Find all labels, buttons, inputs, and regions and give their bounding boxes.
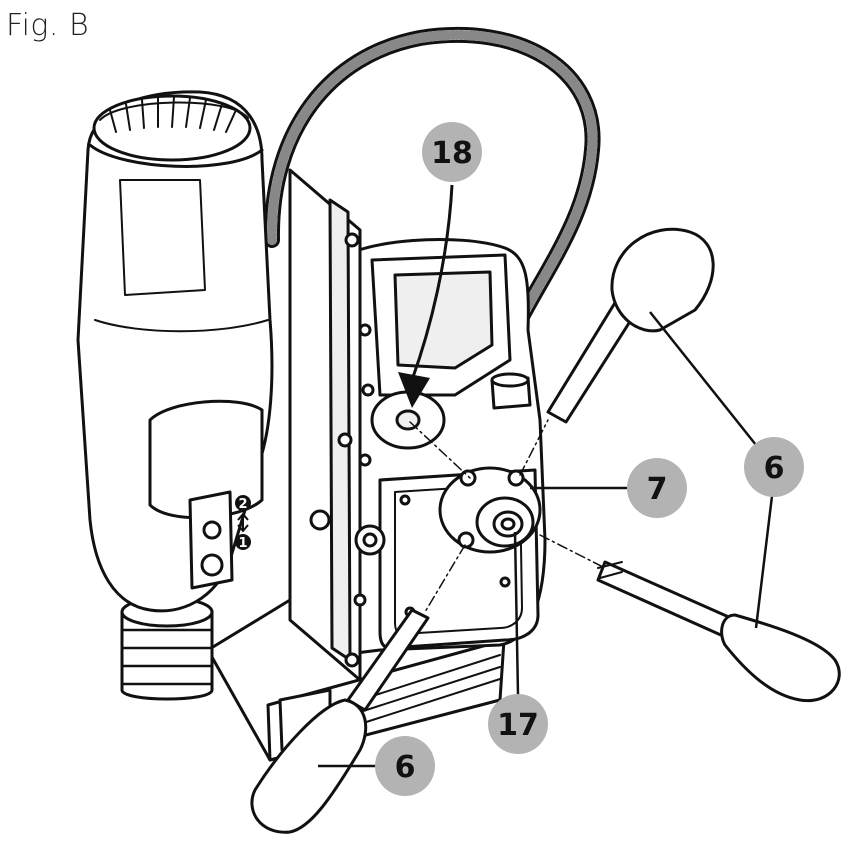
assembly-guides (409, 419, 606, 613)
callout-18: 18 (422, 122, 482, 182)
callout-6-right-label: 6 (764, 451, 785, 486)
callout-6-bottom-label: 6 (395, 750, 416, 785)
mark-bottom: 1 (238, 536, 247, 551)
handle-socket (370, 390, 446, 450)
gear-selector (188, 490, 234, 590)
hose-fitting (490, 372, 532, 410)
coolant-hose (263, 26, 601, 388)
pointer-arrow-18 (398, 184, 454, 408)
figure-title: Fig. B (6, 8, 90, 43)
motor-cap (92, 94, 252, 162)
feed-handle-upper-right (546, 227, 715, 424)
drill-frame (338, 237, 547, 657)
chuck-bellows (120, 596, 214, 701)
lock-knob (354, 524, 386, 556)
slide-rail (288, 168, 362, 682)
handle-hub (438, 466, 542, 554)
callout-7: 7 (627, 458, 687, 518)
direction-mark: 2 1 (235, 495, 251, 551)
callout-17: 17 (488, 694, 548, 754)
feed-handle-lower-right (596, 560, 841, 703)
mark-top: 2 (238, 497, 247, 512)
callout-18-label: 18 (431, 136, 473, 171)
motor-body (76, 90, 274, 613)
callout-6-bottom: 6 (375, 736, 435, 796)
callout-7-label: 7 (647, 472, 668, 507)
feed-handle-lower-left (250, 608, 430, 834)
callout-6-right: 6 (744, 437, 804, 497)
leader-lines (318, 311, 774, 768)
callout-17-label: 17 (497, 708, 539, 743)
